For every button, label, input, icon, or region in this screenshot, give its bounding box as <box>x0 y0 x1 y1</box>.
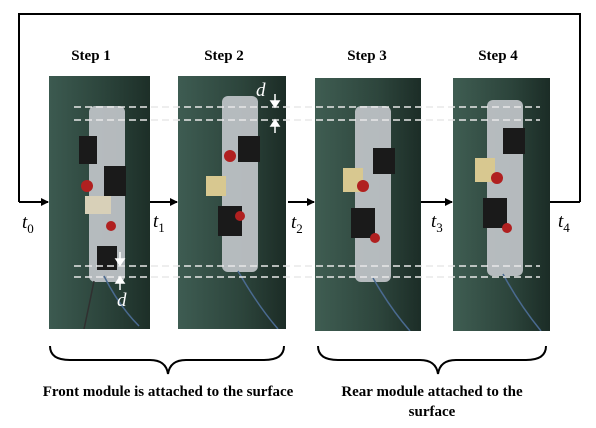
time-label-2: t2 <box>291 212 303 236</box>
time-label-3: t3 <box>431 211 443 235</box>
step-title-3: Step 3 <box>347 48 387 64</box>
step-title-4: Step 4 <box>478 48 518 64</box>
caption-rear-module: Rear module attached to the surface <box>341 384 523 420</box>
distance-label-top: d <box>256 80 266 101</box>
photo-step-4 <box>453 78 550 331</box>
brace-front <box>49 345 285 375</box>
photo-step-2 <box>178 76 286 329</box>
loop-line <box>18 13 581 202</box>
time-label-0: t0 <box>22 212 34 236</box>
brace-rear <box>317 345 547 375</box>
step-title-2: Step 2 <box>204 48 244 64</box>
caption-front-module: Front module is attached to the surface <box>42 384 294 400</box>
distance-label-bottom: d <box>117 290 127 311</box>
photo-step-1 <box>49 76 150 329</box>
time-label-1: t1 <box>153 211 165 235</box>
time-label-4: t4 <box>558 211 570 235</box>
step-title-1: Step 1 <box>71 48 111 64</box>
